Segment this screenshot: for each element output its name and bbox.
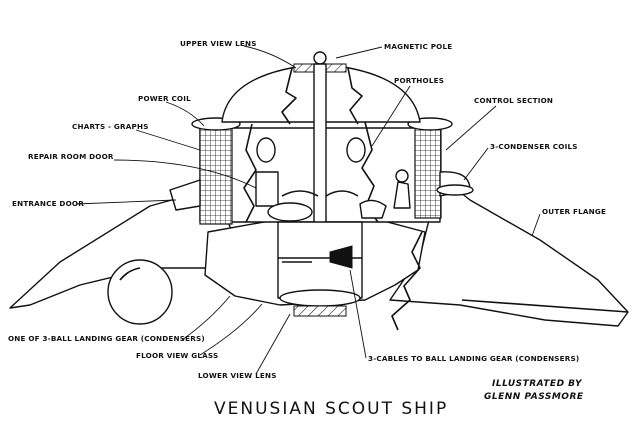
- label-magnetic-pole: MAGNETIC POLE: [384, 42, 452, 51]
- outer-flange-right: [389, 175, 629, 327]
- credit-line-2: GLENN PASSMORE: [484, 392, 584, 402]
- diagram-title: VENUSIAN SCOUT SHIP: [214, 399, 448, 419]
- label-outer-flange: OUTER FLANGE: [542, 207, 606, 216]
- label-upper-view-lens: UPPER VIEW LENS: [180, 39, 257, 48]
- label-ball-landing-gear: ONE OF 3-BALL LANDING GEAR (CONDENSERS): [8, 334, 205, 343]
- label-cables-landing-gear: 3-CABLES TO BALL LANDING GEAR (CONDENSER…: [368, 354, 579, 363]
- leader-lines: [75, 45, 541, 375]
- label-control-section: CONTROL SECTION: [474, 96, 553, 105]
- repair-room-door: [255, 171, 279, 207]
- lower-view-lens: [293, 305, 347, 317]
- label-portholes: PORTHOLES: [394, 76, 444, 85]
- ball-landing-gear: [107, 259, 173, 325]
- label-lower-view-lens: LOWER VIEW LENS: [198, 371, 277, 380]
- floor-view-glass: [279, 289, 361, 307]
- label-entrance-door: ENTRANCE DOOR: [12, 199, 84, 208]
- label-repair-room-door: REPAIR ROOM DOOR: [28, 152, 114, 161]
- label-charts-graphs: CHARTS - GRAPHS: [72, 122, 149, 131]
- label-condenser-coils: 3-CONDENSER COILS: [490, 142, 578, 151]
- control-panel: [414, 127, 442, 219]
- label-floor-view-glass: FLOOR VIEW GLASS: [136, 351, 218, 360]
- credit-line-1: ILLUSTRATED BY: [492, 379, 583, 389]
- label-power-coil: POWER COIL: [138, 94, 191, 103]
